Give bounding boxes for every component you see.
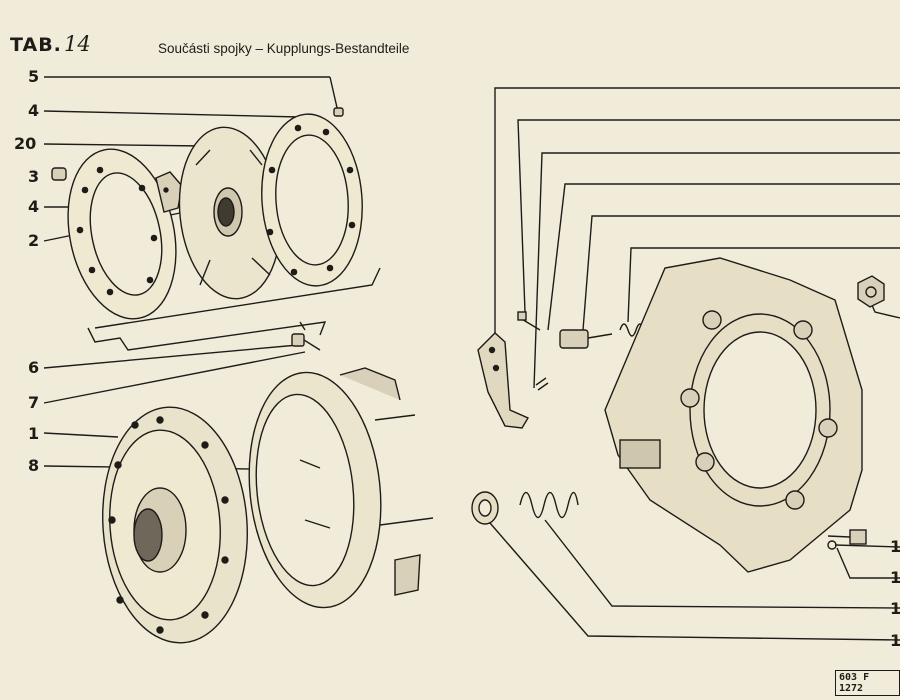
callout-right-1a: 1 [890, 537, 900, 556]
drawing-code: 603 F 1272 [835, 670, 900, 696]
large-spring [519, 491, 579, 519]
callout-20: 20 [14, 134, 37, 153]
group-bracket-line [94, 267, 381, 329]
pin-part [517, 311, 549, 391]
callout-6: 6 [28, 358, 40, 377]
callout-5: 5 [28, 67, 40, 86]
friction-plate-left [67, 148, 177, 320]
callout-right-1d: 1 [890, 631, 900, 650]
callout-4-bottom: 4 [28, 197, 40, 216]
tab-number: 14 [64, 32, 91, 56]
screw-part-5 [333, 107, 344, 117]
callout-right-1b: 1 [890, 568, 900, 587]
callout-2: 2 [28, 231, 40, 250]
pressure-plate-housing [248, 367, 434, 609]
screw-right [827, 529, 867, 550]
bolt-part-6 [291, 333, 321, 351]
callout-4-top: 4 [28, 101, 40, 120]
flywheel [102, 406, 248, 644]
tab-label: TAB. [10, 34, 62, 56]
callout-8: 8 [28, 456, 40, 475]
leader-lines-right [489, 87, 900, 641]
callout-1: 1 [28, 424, 40, 443]
group-brace [87, 321, 327, 351]
washer [471, 491, 499, 525]
callout-7: 7 [28, 393, 40, 412]
small-spring [619, 323, 645, 337]
nut-part [857, 275, 885, 308]
friction-plate-right [261, 113, 363, 287]
callout-right-1c: 1 [890, 599, 900, 618]
adjuster-part [559, 329, 613, 349]
release-fork [477, 332, 530, 429]
callout-3: 3 [28, 167, 40, 186]
bell-housing [604, 257, 863, 573]
page-title: Součásti spojky – Kupplungs-Bestandteile [158, 41, 410, 56]
screw-part-3 [51, 167, 67, 181]
